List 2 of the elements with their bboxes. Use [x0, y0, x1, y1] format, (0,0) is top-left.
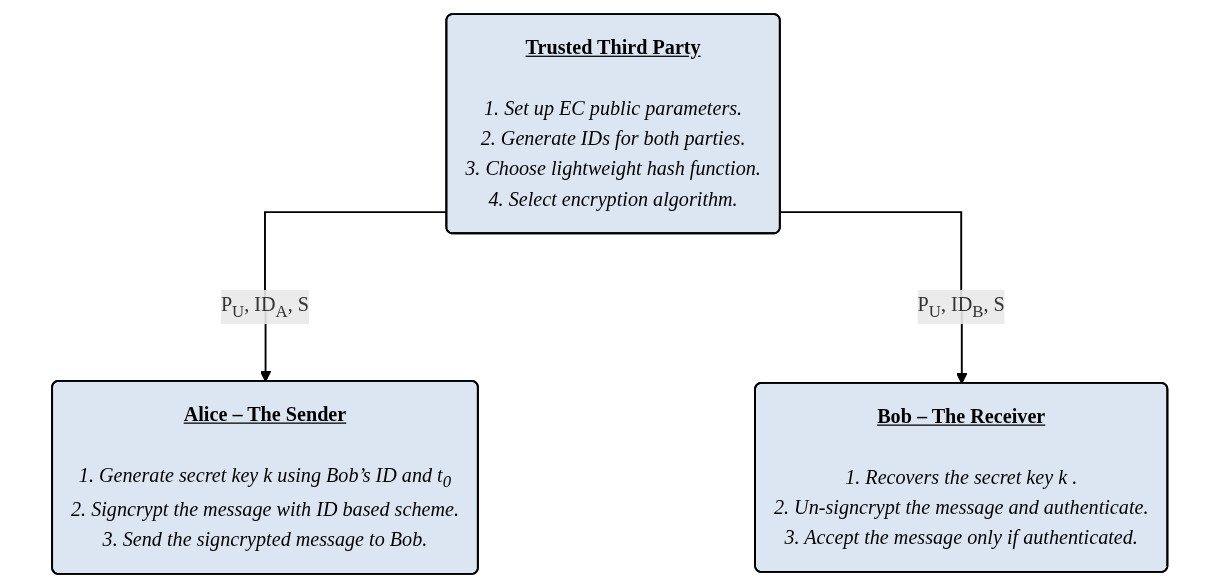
edge-label: P$_{U}$, ID$_{A}$, S — [220, 293, 309, 321]
edge-label: P$_{U}$, ID$_{B}$, S — [917, 293, 1005, 321]
